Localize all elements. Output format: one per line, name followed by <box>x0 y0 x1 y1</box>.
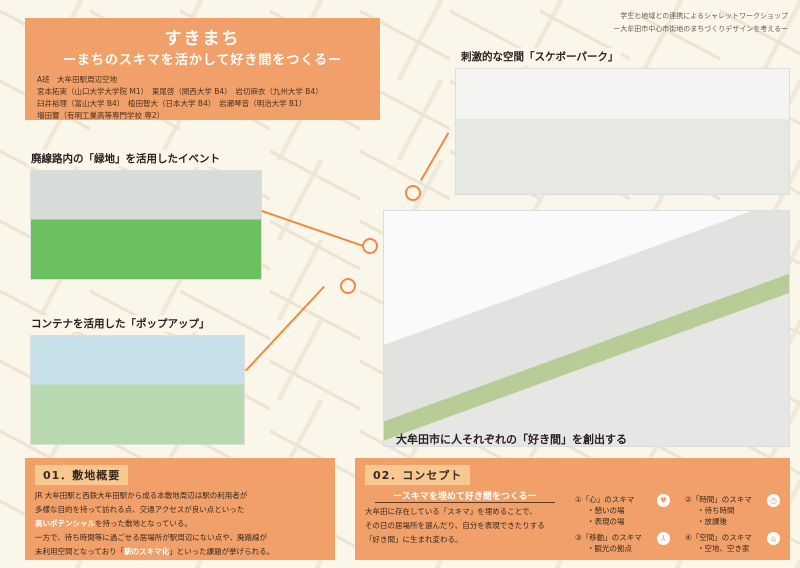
header-line: ー大牟田市中心市街地のまちづくりデザインを考えるー <box>613 25 788 33</box>
caption-skatepark: 刺激的な空間「スケボーパーク」 <box>458 48 622 65</box>
caption-popup: コンテナを活用した「ポップアップ」 <box>28 315 213 332</box>
section-heading: 02．コンセプト <box>365 465 471 485</box>
site-overview-box: 01．敷地概要 JR 大牟田駅と西鉄大牟田駅から成る本敷地周辺は駅の利用者が多様… <box>25 458 335 560</box>
event-illustration <box>30 170 262 280</box>
members-line: 増田響（有明工業高等専門学校 専2） <box>37 111 165 120</box>
header-line: 学生と地域との連携によるシャレットワークショップ <box>620 12 788 20</box>
overview-text: JR 大牟田駅と西鉄大牟田駅から成る本敷地周辺は駅の利用者が多様な目的を持って訪… <box>35 491 275 556</box>
concept-text: 大牟田に存在している「スキマ」を埋めることで、その日の居場所を選んだり、自分を表… <box>365 507 545 544</box>
poster-subtitle: ーまちのスキマを活かして好き間をつくるー <box>62 53 343 68</box>
poster-title: すきまち <box>164 29 241 49</box>
concept-box: 02．コンセプト ースキマを埋めて好き間をつくるー 大牟田に存在している「スキマ… <box>355 458 790 560</box>
title-box: すきまち ーまちのスキマを活かして好き間をつくるー A班 大牟田駅周辺空地 宮本… <box>25 18 380 120</box>
sukima-item: ②「時間」のスキマ・待ち時間・放課後 ◷ <box>685 494 780 527</box>
popup-illustration <box>30 335 245 445</box>
aerial-illustration <box>383 210 790 447</box>
workshop-header: 学生と地域との連携によるシャレットワークショップ ー大牟田市中心市街地のまちづく… <box>613 10 788 36</box>
concept-slogan: ースキマを埋めて好き間をつくるー <box>375 489 555 503</box>
members-line: 臼井裕理（富山大学 B4） 植田智大（日本大学 B4） 岩瀬琴音（明治大学 B1… <box>37 99 307 108</box>
caption-main: 大牟田市に人それぞれの「好き間」を創出する <box>396 433 627 446</box>
members-line: 宮本拓実（山口大学大学院 M1） 東尾啓（関西大学 B4） 岩切麻衣（九州大学 … <box>37 87 323 96</box>
marker-circle <box>340 278 356 294</box>
clock-icon: ◷ <box>767 494 780 507</box>
connector-line <box>245 285 325 372</box>
house-icon: ⌂ <box>767 532 780 545</box>
sukima-item: ④「空間」のスキマ・空地、空き家 ⌂ <box>685 532 780 554</box>
marker-circle <box>405 185 421 201</box>
section-heading: 01．敷地概要 <box>35 465 129 485</box>
sukima-item: ①「心」のスキマ・憩いの場・表現の場 ♥ <box>575 494 670 527</box>
team-line: A班 大牟田駅周辺空地 <box>37 75 118 84</box>
sukima-item: ③「移動」のスキマ・観光の拠点 ⅄ <box>575 532 670 554</box>
skatepark-illustration <box>455 68 790 195</box>
heart-icon: ♥ <box>657 494 670 507</box>
connector-line <box>261 210 367 248</box>
marker-circle <box>362 238 378 254</box>
caption-event: 廃線路内の「緑地」を活用したイベント <box>28 150 223 167</box>
connector-line <box>420 132 450 181</box>
walk-icon: ⅄ <box>657 532 670 545</box>
